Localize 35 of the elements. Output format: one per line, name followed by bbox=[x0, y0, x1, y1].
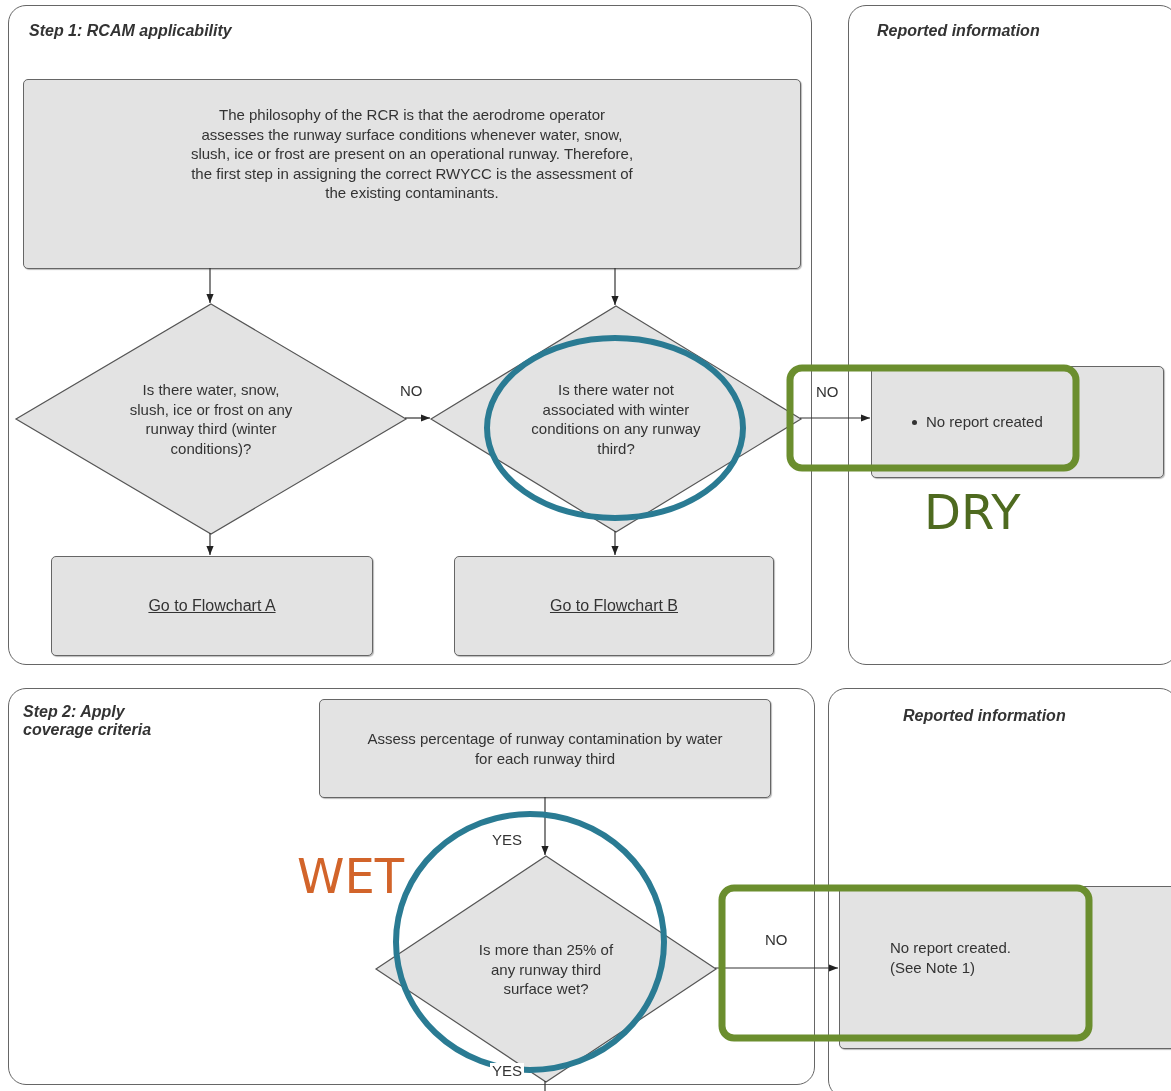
panel-frame bbox=[8, 5, 812, 665]
link-text: Go to Flowchart B bbox=[549, 595, 678, 616]
process-box bbox=[23, 79, 801, 269]
panel-frame bbox=[848, 5, 1171, 665]
question-text: Is more than 25% of any runway third surface wet? bbox=[477, 939, 615, 999]
arrow bbox=[611, 530, 619, 556]
question-text: Is there water not associated with winter conditions on any runway third? bbox=[530, 380, 702, 458]
box-text: No report created bbox=[926, 412, 1043, 432]
link-text: Go to Flowchart A bbox=[148, 595, 276, 616]
arrow bbox=[404, 414, 431, 422]
process-box bbox=[454, 556, 774, 656]
arrow bbox=[799, 414, 871, 422]
arrow bbox=[206, 267, 214, 304]
panel-frame bbox=[828, 688, 1171, 1091]
annotation-label: DRY bbox=[924, 488, 1021, 536]
decision-diamond bbox=[431, 306, 801, 532]
question-text: Is there water, snow, slush, ice or frost on any runway third (winter conditions)? bbox=[128, 380, 294, 458]
connector-line bbox=[544, 1080, 546, 1091]
process-box bbox=[319, 699, 771, 798]
panel-frame bbox=[8, 688, 815, 1085]
process-box bbox=[871, 366, 1164, 478]
arrow bbox=[611, 267, 619, 306]
arrow bbox=[541, 796, 549, 856]
arrow bbox=[714, 964, 839, 972]
annotation-label: WET bbox=[297, 852, 405, 900]
panel-heading: Reported information bbox=[877, 22, 1040, 40]
panel-heading: Step 1: RCAM applicability bbox=[29, 22, 232, 40]
box-text: The philosophy of the RCR is that the aerodrome operator assesses the runway surface conditions whenever water, snow, slush, ice or frost are present on an operational runway. Therefore, the first step in assigning the correct RWYCC is the assessment of the existing contaminants. bbox=[189, 105, 635, 203]
process-box bbox=[839, 886, 1171, 1049]
process-box bbox=[51, 556, 373, 656]
panel-heading: Step 2: Apply coverage criteria bbox=[23, 703, 153, 739]
box-text: No report created. (See Note 1) bbox=[890, 938, 1012, 977]
box-text: Assess percentage of runway contamination by water for each runway third bbox=[366, 729, 724, 768]
arrow bbox=[206, 532, 214, 556]
panel-heading: Reported information bbox=[903, 707, 1066, 725]
